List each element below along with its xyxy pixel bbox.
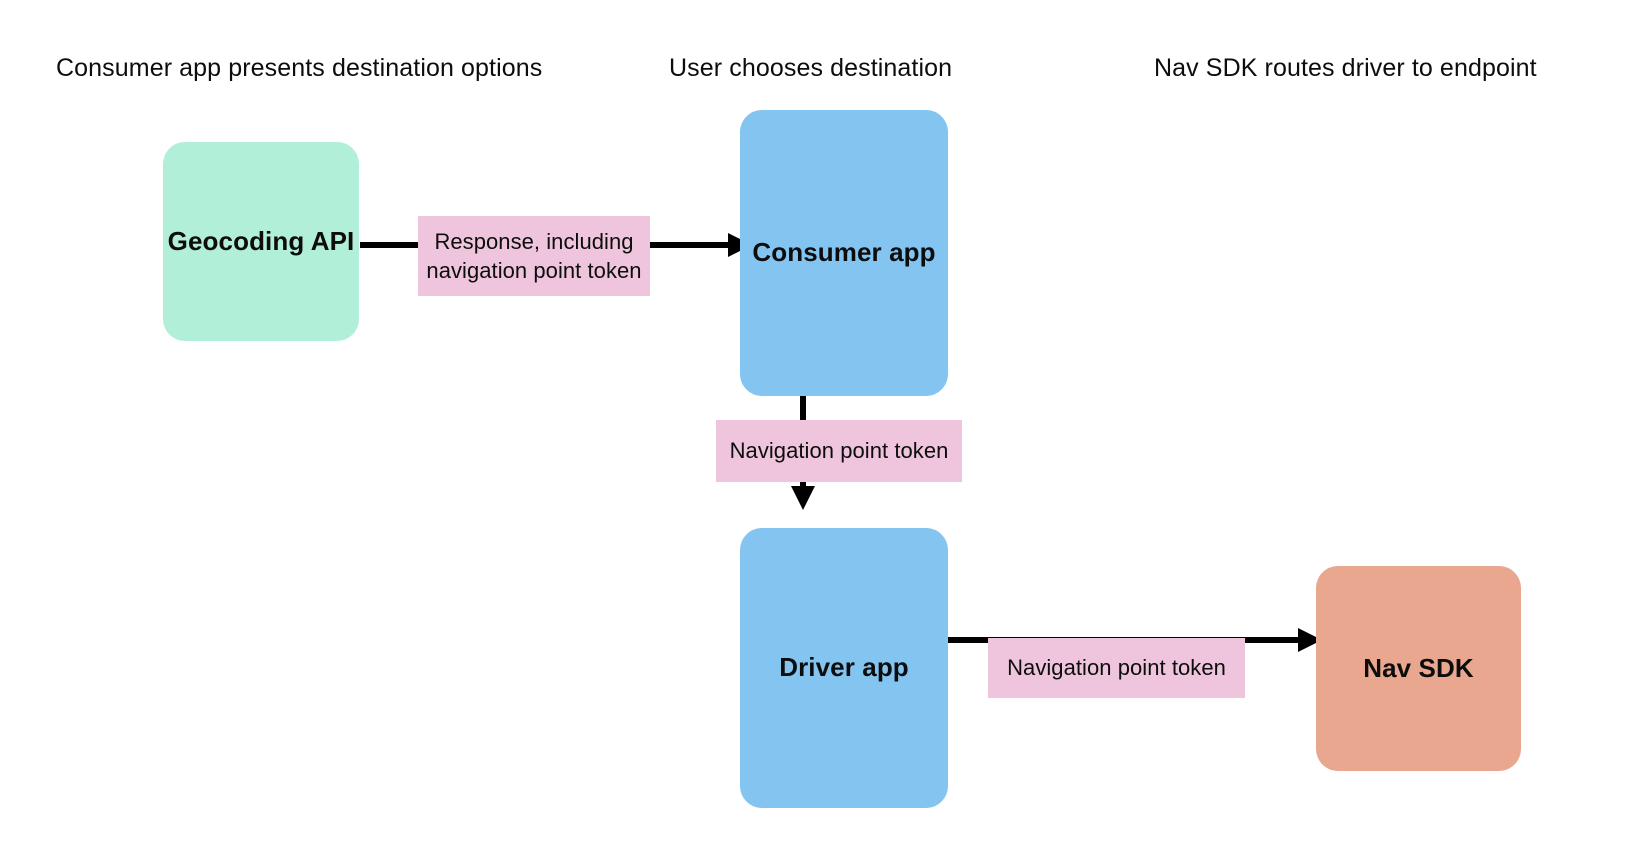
edge-label-navigation-point-token-vertical-text: Navigation point token [729,438,949,464]
node-driver-app[interactable]: Driver app [740,528,948,808]
node-nav-sdk-label: Nav SDK [1363,652,1474,683]
column-heading-user-chooses: User chooses destination [669,54,953,82]
edge-label-navigation-point-token-horizontal-text: Navigation point token [1007,655,1226,681]
column-heading-consumer-app: Consumer app presents destination option… [56,54,543,82]
edge-label-navigation-point-token-vertical: Navigation point token [716,420,962,482]
edge-label-response-including-navigation-point-token: Response, including navigation point tok… [418,216,650,296]
node-consumer-app[interactable]: Consumer app [740,110,948,396]
column-heading-nav-sdk: Nav SDK routes driver to endpoint [1154,54,1537,82]
node-consumer-app-label: Consumer app [752,237,936,268]
edge-label-navigation-point-token-horizontal: Navigation point token [988,638,1245,698]
node-nav-sdk[interactable]: Nav SDK [1316,566,1521,771]
node-geocoding-api-label: Geocoding API [167,225,355,256]
node-driver-app-label: Driver app [779,652,909,683]
node-geocoding-api[interactable]: Geocoding API [163,142,359,341]
edge-label-response-text: Response, including navigation point tok… [426,228,642,283]
